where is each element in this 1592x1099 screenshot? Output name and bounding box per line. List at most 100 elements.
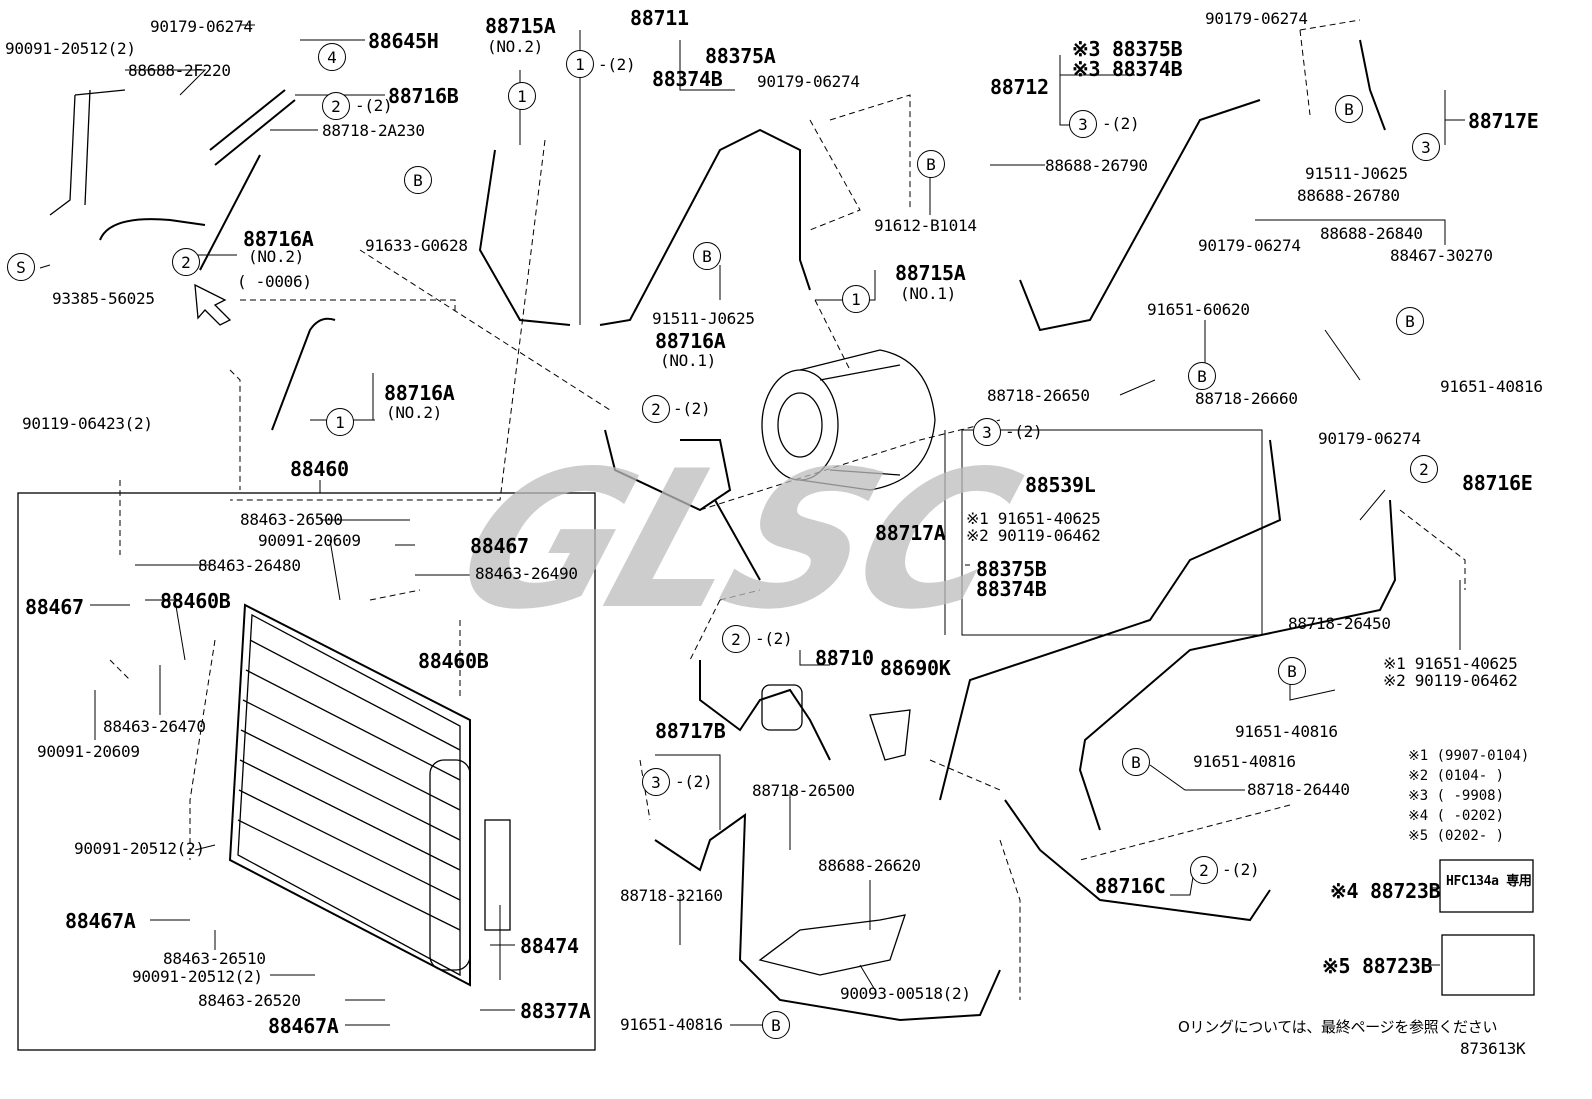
part-label: 88712 bbox=[990, 75, 1049, 99]
ref-circle-3: 3 bbox=[642, 768, 670, 796]
part-label: 88460B bbox=[160, 589, 231, 613]
hose-88711 bbox=[599, 128, 811, 326]
part-label: 88718-26660 bbox=[1195, 389, 1298, 408]
pipe-88710 bbox=[699, 660, 831, 761]
part-label: 88688-26780 bbox=[1297, 186, 1400, 205]
part-label: 88467-30270 bbox=[1390, 246, 1493, 265]
part-label: 88463-26470 bbox=[103, 717, 206, 736]
part-label: 88688-26790 bbox=[1045, 156, 1148, 175]
qty-mark: -(2) bbox=[673, 399, 711, 418]
part-label: 88718-26440 bbox=[1247, 780, 1350, 799]
part-label: 88718-26650 bbox=[987, 386, 1090, 405]
ref-circle-2: 2 bbox=[172, 248, 200, 276]
part-label: 90091-20609 bbox=[258, 531, 361, 550]
ref-circle-B: B bbox=[693, 242, 721, 270]
part-label: 88375B bbox=[976, 557, 1047, 581]
part-label: 90091-20512(2) bbox=[5, 39, 136, 58]
receiver-tank bbox=[429, 759, 471, 971]
legend-row: ※2 (0104- ) bbox=[1408, 768, 1505, 784]
part-label: 88467 bbox=[470, 534, 529, 558]
part-label: 90179-06274 bbox=[1198, 236, 1301, 255]
part-label: 88718-32160 bbox=[620, 886, 723, 905]
ref-circle-1: 1 bbox=[508, 82, 536, 110]
part-label: 88718-2A230 bbox=[322, 121, 425, 140]
pipe-88717B bbox=[654, 813, 1001, 1022]
part-label: 91651-40816 bbox=[1193, 752, 1296, 771]
part-label: 88688-26620 bbox=[818, 856, 921, 875]
part-label: 88460B bbox=[418, 649, 489, 673]
qty-mark: -(2) bbox=[755, 629, 793, 648]
legend-row: ※1 (9907-0104) bbox=[1408, 748, 1530, 764]
ref-circle-2: 2 bbox=[722, 625, 750, 653]
part-label: ※4 88723B bbox=[1330, 879, 1441, 903]
part-label: 88539L bbox=[1025, 473, 1096, 497]
label-88723B-4 bbox=[1439, 859, 1534, 913]
part-label: 90179-06274 bbox=[1318, 429, 1421, 448]
ref-circle-2: 2 bbox=[1190, 856, 1218, 884]
part-label: (NO.2) bbox=[248, 247, 304, 266]
part-label: 90179-06274 bbox=[1205, 9, 1308, 28]
part-label: 88463-26500 bbox=[240, 510, 343, 529]
ref-circle-2: 2 bbox=[1410, 455, 1438, 483]
part-label: 88467 bbox=[25, 595, 84, 619]
ref-circle-B: B bbox=[1335, 95, 1363, 123]
part-label: 91651-40816 bbox=[1440, 377, 1543, 396]
ref-circle-4: 4 bbox=[318, 43, 346, 71]
qty-mark: -(2) bbox=[1222, 860, 1260, 879]
part-label: 88374B bbox=[652, 67, 723, 91]
hfc-label-text: HFC134a 専用 bbox=[1446, 874, 1532, 889]
pipe-88717A bbox=[939, 439, 1282, 801]
part-label: 88463-26480 bbox=[198, 556, 301, 575]
part-label: 88463-26510 bbox=[163, 949, 266, 968]
bracket-88688 bbox=[49, 89, 126, 216]
part-label: 90119-06423(2) bbox=[22, 414, 153, 433]
part-label: 88467A bbox=[268, 1014, 339, 1038]
label-88723B-5 bbox=[1441, 934, 1535, 996]
legend-row: ※5 (0202- ) bbox=[1408, 828, 1505, 844]
ref-circle-3: 3 bbox=[1412, 133, 1440, 161]
part-label: 88715A bbox=[895, 261, 966, 285]
bracket-88688-26620 bbox=[758, 914, 906, 976]
pipe-88717E bbox=[1359, 39, 1386, 131]
part-label: ( -0006) bbox=[237, 272, 312, 291]
pipe-88716C bbox=[1004, 799, 1271, 922]
part-label: 88717B bbox=[655, 719, 726, 743]
ref-circle-3: 3 bbox=[1069, 110, 1097, 138]
pipe-88716A bbox=[99, 89, 296, 271]
part-label: 88463-26490 bbox=[475, 564, 578, 583]
part-label: 88374B bbox=[976, 577, 1047, 601]
part-label: 88717A bbox=[875, 521, 946, 545]
ref-circle-S: S bbox=[7, 253, 35, 281]
part-label: 90179-06274 bbox=[757, 72, 860, 91]
part-label: 88718-26500 bbox=[752, 781, 855, 800]
ref-circle-1: 1 bbox=[566, 50, 594, 78]
direction-arrow bbox=[194, 283, 232, 326]
part-label: ※1 91651-40625 bbox=[966, 509, 1101, 528]
part-label: (NO.2) bbox=[487, 37, 543, 56]
part-label: 90179-06274 bbox=[150, 17, 253, 36]
ref-circle-B: B bbox=[917, 150, 945, 178]
qty-mark: -(2) bbox=[355, 96, 393, 115]
part-label: 90093-00518(2) bbox=[840, 984, 971, 1003]
part-label: 88717E bbox=[1468, 109, 1539, 133]
part-label: 88645H bbox=[368, 29, 439, 53]
compressor bbox=[761, 349, 936, 491]
muffler bbox=[761, 684, 803, 731]
part-label: 88375A bbox=[705, 44, 776, 68]
condenser-core bbox=[228, 603, 471, 987]
dryer-element bbox=[484, 819, 511, 931]
part-label: 88690K bbox=[880, 656, 951, 680]
legend-row: ※3 ( -9908) bbox=[1408, 788, 1505, 804]
part-label: ※3 88374B bbox=[1072, 57, 1183, 81]
part-label: 88715A bbox=[485, 14, 556, 38]
ref-circle-B: B bbox=[1396, 307, 1424, 335]
part-label: 88377A bbox=[520, 999, 591, 1023]
pipe-88715A-no2 bbox=[478, 149, 571, 326]
qty-mark: -(2) bbox=[675, 772, 713, 791]
ref-circle-2: 2 bbox=[322, 92, 350, 120]
oring-note: Oリングについては、最終ページを参照ください bbox=[1178, 1018, 1498, 1036]
part-label: ※5 88723B bbox=[1322, 954, 1433, 978]
pipe-88716A-no1 bbox=[604, 429, 761, 581]
